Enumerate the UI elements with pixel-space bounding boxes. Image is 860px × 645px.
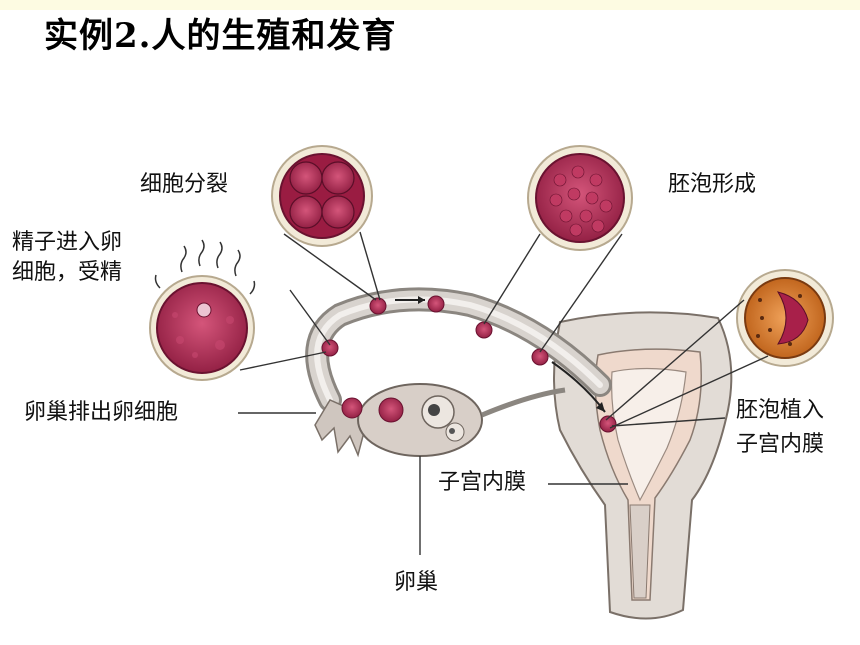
slide-title: 实例2.人的生殖和发育	[44, 16, 397, 56]
implanting-blastocyst	[744, 277, 826, 359]
cervix	[629, 504, 651, 599]
fertilized-egg	[156, 282, 248, 374]
label-ovulation: 卵巢排出卵细胞	[24, 400, 179, 425]
label-fertilization-line1: 精子进入卵	[12, 230, 123, 255]
label-fertilization-line2: 细胞，受精	[12, 260, 123, 285]
label-blastocyst-formation: 胚泡形成	[668, 172, 757, 197]
dividing-cells	[279, 153, 365, 239]
label-implantation-line2: 子宫内膜	[736, 432, 825, 457]
label-endometrium: 子宫内膜	[438, 470, 527, 495]
ovary	[357, 383, 483, 457]
label-ovary: 卵巢	[394, 570, 439, 595]
label-implantation-line1: 胚泡植入	[736, 398, 825, 423]
label-cell-division: 细胞分裂	[140, 172, 229, 197]
slide-top-bar	[0, 0, 860, 10]
